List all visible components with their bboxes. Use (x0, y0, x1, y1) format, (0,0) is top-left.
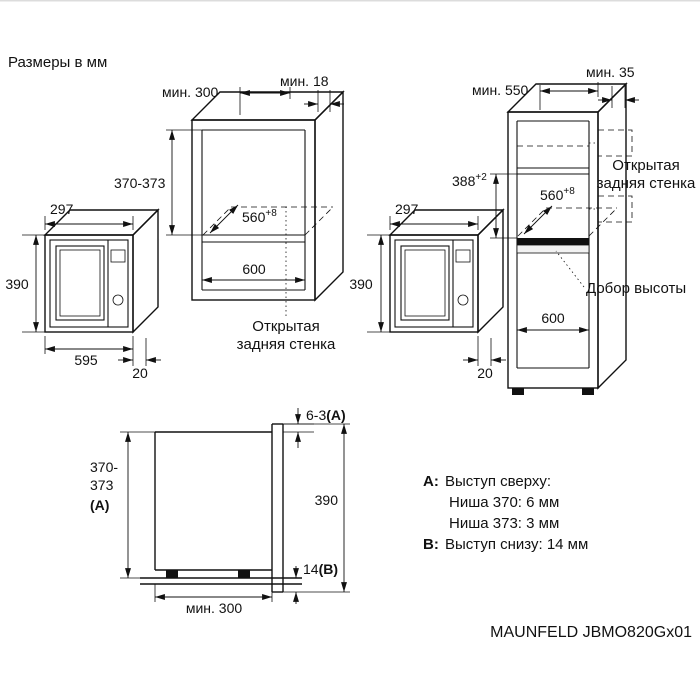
oven-foot (238, 570, 250, 578)
oven-left-width-label: 595 (74, 352, 98, 368)
units-note: Размеры в мм (8, 54, 107, 71)
knob-icon (112, 294, 124, 306)
legend-a-text: Выступ сверху: (445, 473, 551, 490)
legend-a-item2: Ниша 373: 3 мм (449, 515, 559, 532)
column-inner-depth-label: 560+8 (540, 186, 575, 203)
tall-cabinet-drawing: мин. 550 мин. 35 388+2 560+8 600 Открыта… (452, 64, 696, 395)
niche-inner-width-label: 600 (242, 261, 266, 277)
oven-right-height-label: 390 (349, 276, 373, 292)
column-niche-height-label: 388+2 (452, 172, 487, 189)
niche-inner-depth-label: 560+8 (242, 208, 277, 225)
oven-left-height-label: 390 (5, 276, 29, 292)
niche-shelf (517, 238, 589, 245)
knob-icon (457, 294, 469, 306)
height-filler-strip (516, 244, 590, 254)
model-name: MAUNFELD JBMO820Gx01 (490, 624, 692, 641)
display-icon (110, 249, 126, 263)
section-niche-height-line1: 370- (90, 459, 118, 475)
oven-right-door-gap-label: 20 (477, 365, 493, 381)
column-min-gap-label: мин. 35 (586, 64, 635, 80)
niche-min-side-label: мин. 18 (280, 73, 329, 89)
page-top-border (0, 0, 700, 2)
column-back-note-line1: Открытая (612, 157, 679, 174)
niche-min-depth-label: мин. 300 (162, 84, 219, 100)
section-bottom-gap-label: 14(B) (303, 561, 338, 577)
oven-left-door-gap-label: 20 (132, 365, 148, 381)
section-front-height-label: 390 (315, 492, 339, 508)
column-inner-width-label: 600 (541, 310, 565, 326)
legend-a-item1: Ниша 370: 6 мм (449, 494, 559, 511)
niche-cabinet-drawing: мин. 300 мин. 18 370-373 560+8 600 Откры… (114, 73, 345, 353)
oven-foot (166, 570, 178, 578)
niche-back-note-line2: задняя стенка (237, 336, 336, 353)
oven-right-depth-label: 297 (395, 201, 419, 217)
column-back-note-line2: задняя стенка (597, 175, 696, 192)
column-min-depth-label: мин. 550 (472, 82, 529, 98)
oven-left-depth-label: 297 (50, 201, 74, 217)
legend-b-label: В: (423, 536, 439, 553)
section-niche-height-ref: (A) (90, 497, 109, 513)
niche-back-note-line1: Открытая (252, 318, 319, 335)
display-icon (455, 249, 471, 263)
section-top-gap-label: 6-3(A) (306, 407, 346, 423)
column-filler-note: Добор высоты (586, 280, 686, 297)
plinth-foot (582, 388, 594, 395)
back-panel-outline (597, 195, 633, 223)
legend: А: Выступ сверху: Ниша 370: 6 мм Ниша 37… (423, 473, 588, 553)
section-drawing: 370- 373 (A) 6-3(A) 390 14(B) мин. 300 (90, 407, 350, 616)
legend-a-label: А: (423, 473, 439, 490)
back-panel-outline (597, 129, 633, 157)
plinth-foot (512, 388, 524, 395)
oven-right-drawing: 297 390 20 (349, 201, 506, 381)
oven-left-drawing: 297 390 595 20 (5, 201, 161, 381)
legend-b-text: Выступ снизу: 14 мм (445, 536, 588, 553)
niche-height-label: 370-373 (114, 175, 166, 191)
section-min-depth-label: мин. 300 (186, 600, 243, 616)
section-niche-height-line2: 373 (90, 477, 114, 493)
